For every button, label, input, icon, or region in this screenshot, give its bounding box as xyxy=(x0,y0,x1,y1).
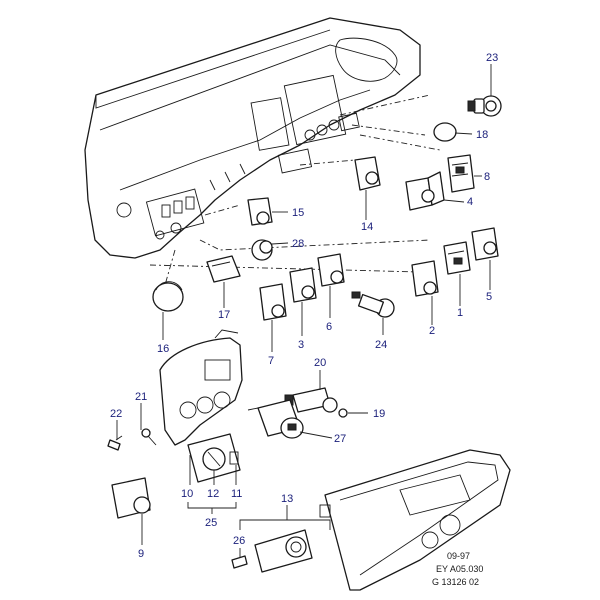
part-14-switch xyxy=(354,156,381,191)
part-13-clock xyxy=(254,529,313,573)
part-15-switch xyxy=(247,197,273,226)
reference-lines xyxy=(149,94,441,286)
callout-2: 2 xyxy=(429,325,435,337)
callout-9: 9 xyxy=(138,548,144,560)
trim-surround xyxy=(159,329,243,446)
callout-20: 20 xyxy=(314,357,326,369)
part-23-bulb-holder xyxy=(467,95,502,117)
part-20-connector xyxy=(284,387,338,413)
callout-23: 23 xyxy=(486,52,498,64)
callout-11: 11 xyxy=(231,488,242,500)
part-18-cap xyxy=(433,122,457,142)
callout-18: 18 xyxy=(476,129,488,141)
callout-22: 22 xyxy=(110,408,122,420)
part-22-clip xyxy=(107,435,123,451)
callout-13: 13 xyxy=(281,493,293,505)
part-1-switch xyxy=(443,241,471,275)
callout-4: 4 xyxy=(467,196,473,208)
callout-5: 5 xyxy=(486,291,492,303)
part-24-cigar-lighter xyxy=(351,291,395,318)
leader-lines xyxy=(116,64,492,558)
callout-1: 1 xyxy=(457,307,463,319)
callout-6: 6 xyxy=(326,321,332,333)
part-9-rotary-switch xyxy=(111,477,151,519)
part-5-switch xyxy=(471,227,499,261)
reference-block: 09-97 EY A05.030 G 13126 02 xyxy=(432,551,483,587)
callout-26: 26 xyxy=(233,535,245,547)
callout-10: 10 xyxy=(181,488,193,500)
part-17-lens xyxy=(206,255,241,283)
reference-date: 09-97 xyxy=(447,551,470,561)
callout-labels: 23 18 8 4 15 14 28 5 1 2 16 17 6 3 7 24 … xyxy=(110,52,498,560)
part-28-knob xyxy=(251,239,273,261)
callout-3: 3 xyxy=(298,339,304,351)
instrument-panel xyxy=(84,17,421,259)
part-2-switch xyxy=(411,260,439,297)
callout-19: 19 xyxy=(373,408,385,420)
part-27-switch-body xyxy=(247,399,304,439)
callout-24: 24 xyxy=(375,339,387,351)
callout-25: 25 xyxy=(205,517,217,529)
part-8-switch xyxy=(447,154,475,193)
part-4-switch xyxy=(405,171,445,211)
part-7-switch xyxy=(259,283,287,321)
callout-16: 16 xyxy=(157,343,169,355)
part-21-screw xyxy=(141,428,157,446)
callout-12: 12 xyxy=(207,488,219,500)
callout-8: 8 xyxy=(484,171,490,183)
callout-15: 15 xyxy=(292,207,304,219)
reference-code: EY A05.030 xyxy=(436,564,483,574)
callout-17: 17 xyxy=(218,309,230,321)
callout-27: 27 xyxy=(334,433,346,445)
callout-28: 28 xyxy=(292,238,304,250)
callout-7: 7 xyxy=(268,355,274,367)
part-26-bulb xyxy=(231,555,248,569)
lower-trim-panel xyxy=(319,449,511,591)
part-6-switch xyxy=(317,253,345,287)
part-19-bulb xyxy=(338,408,348,418)
part-16-cap xyxy=(152,281,184,312)
callout-14: 14 xyxy=(361,221,373,233)
part-3-switch xyxy=(289,267,317,303)
callout-21: 21 xyxy=(135,391,147,403)
reference-sheet: G 13126 02 xyxy=(432,577,479,587)
